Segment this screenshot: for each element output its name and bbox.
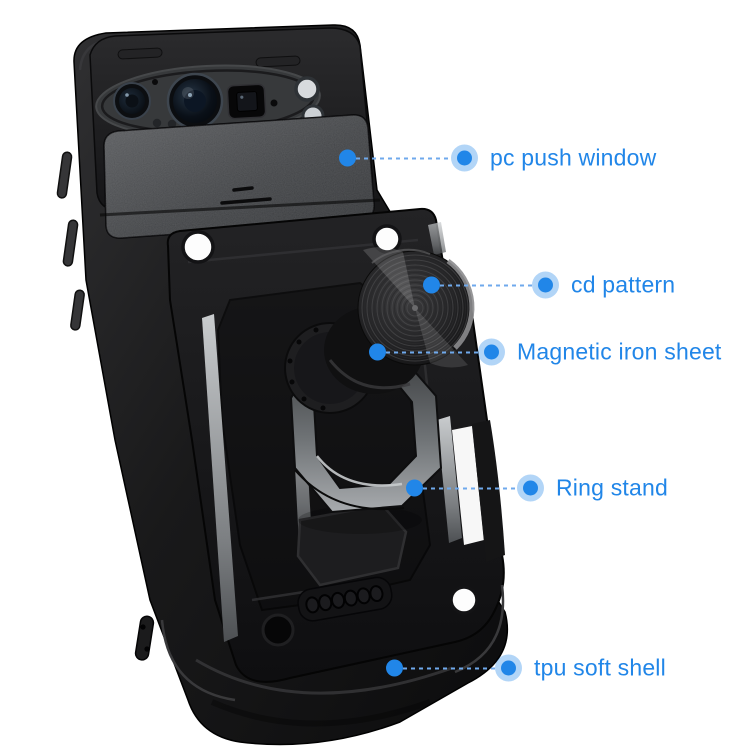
ring-shadow [298,506,422,534]
armor-corner-holes [181,224,479,615]
back-step-shadow [99,198,381,217]
side-buttons [56,151,85,331]
tpu-bottom-seams [160,584,505,727]
armor-corner-cap [261,613,295,647]
camera-lens-small [113,82,151,120]
camera-lens-square [226,83,267,120]
kickstand-slot-gap [452,426,484,545]
camera-lens-large [166,72,224,130]
camera-sensor-dots [152,79,278,129]
ring-inner-highlight [316,455,403,487]
visor-top-bars [117,47,301,68]
flash-top-circle [294,76,320,102]
outer-rim-strip [472,420,505,562]
ring-outer-shade [294,469,405,511]
side-port-pill [134,615,155,661]
grip-texture [297,576,393,622]
push-window-grip-dashes [220,186,272,205]
